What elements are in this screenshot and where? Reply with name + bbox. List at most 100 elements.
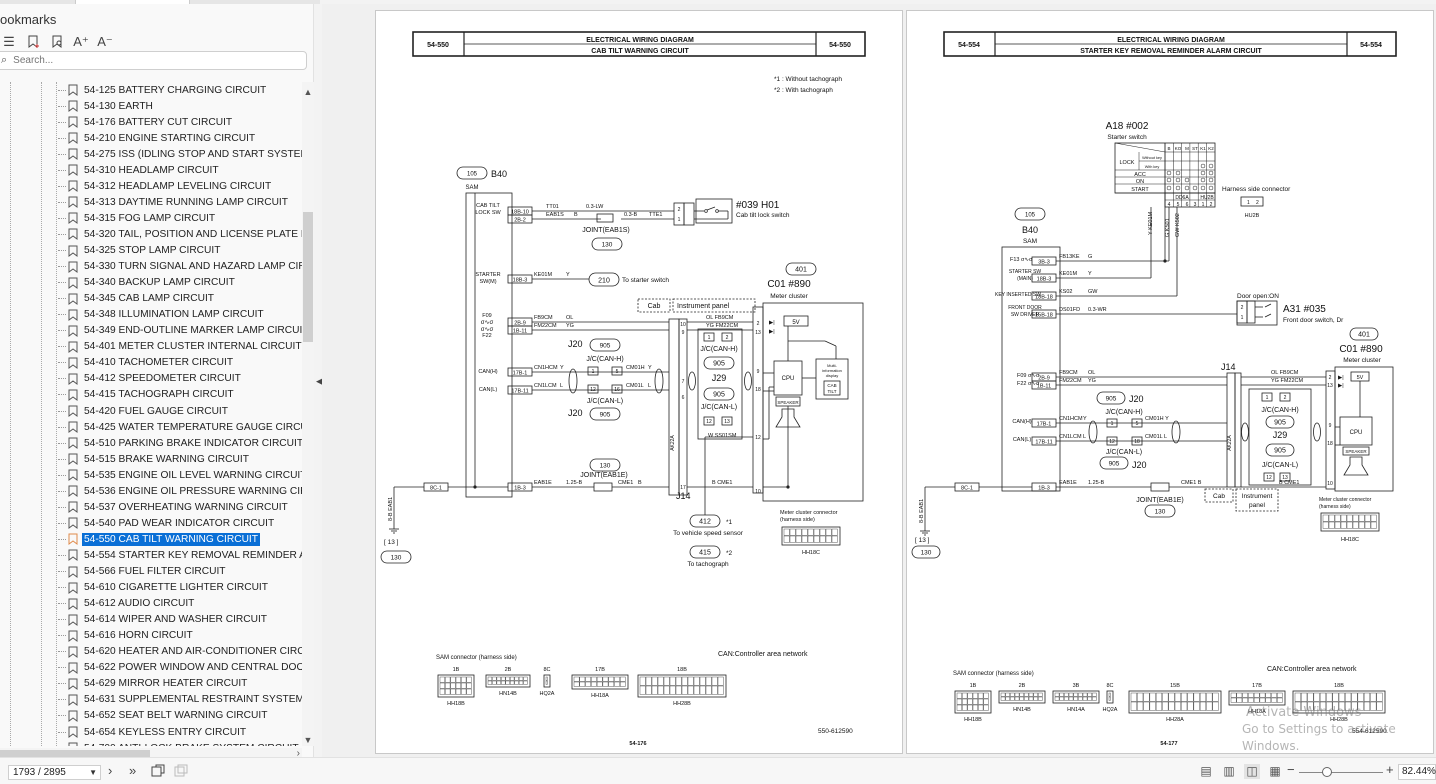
- search-bookmark-icon[interactable]: [48, 33, 66, 51]
- rotate-page-icon[interactable]: [151, 764, 165, 780]
- bookmark-item[interactable]: 54-325 STOP LAMP CIRCUIT: [58, 243, 222, 259]
- bookmark-item[interactable]: 54-315 FOG LAMP CIRCUIT: [58, 210, 217, 226]
- reference-badge: [689, 545, 721, 559]
- bookmark-item[interactable]: 54-554 STARTER KEY REMOVAL REMINDER ALAR…: [58, 547, 302, 563]
- bookmark-item[interactable]: 54-275 ISS (IDLING STOP AND START SYSTEM…: [58, 146, 302, 162]
- bookmark-item[interactable]: 54-535 ENGINE OIL LEVEL WARNING CIRCUIT: [58, 467, 302, 483]
- bookmark-item[interactable]: 54-176 BATTERY CUT CIRCUIT: [58, 114, 234, 130]
- doc-number: 554-612590: [1352, 728, 1387, 735]
- page-number-input[interactable]: 1793 / 2895 ▼: [8, 765, 101, 780]
- connector-pin: [1168, 701, 1175, 711]
- bookmark-item[interactable]: 54-340 BACKUP LAMP CIRCUIT: [58, 275, 237, 291]
- connector-pin: [455, 688, 461, 695]
- connector-pin: [1370, 701, 1377, 711]
- bookmark-item[interactable]: 54-620 HEATER AND AIR-CONDITIONER CIRCUI…: [58, 644, 302, 660]
- scroll-right-icon[interactable]: ›: [296, 748, 300, 759]
- bookmark-item[interactable]: 54-415 TACHOGRAPH CIRCUIT: [58, 387, 236, 403]
- bookmark-item[interactable]: 54-410 TACHOMETER CIRCUIT: [58, 355, 235, 371]
- tab-active[interactable]: [75, 0, 190, 4]
- bookmark-item[interactable]: 54-550 CAB TILT WARNING CIRCUIT: [58, 531, 260, 547]
- continuous-view-icon[interactable]: ▥: [1223, 764, 1235, 778]
- pin-label: 18B-18: [1035, 294, 1053, 300]
- bookmark-item[interactable]: 54-537 OVERHEATING WARNING CIRCUIT: [58, 499, 290, 515]
- diagram-label: J/C(CAN-H): [1105, 409, 1142, 416]
- font-increase-icon[interactable]: A⁺: [73, 34, 89, 49]
- bookmark-search[interactable]: ⌕: [0, 51, 307, 70]
- connector-pin: [717, 676, 724, 686]
- zoom-in-button[interactable]: +: [1386, 762, 1394, 777]
- bookmark-item[interactable]: 54-130 EARTH: [58, 98, 155, 114]
- diagram-label: YG FM22CM: [706, 323, 739, 329]
- scroll-up-icon[interactable]: ▲: [303, 87, 313, 97]
- bookmark-item[interactable]: 54-566 FUEL FILTER CIRCUIT: [58, 564, 228, 580]
- scroll-thumb[interactable]: [303, 212, 313, 342]
- next-page-button[interactable]: ›: [108, 763, 113, 778]
- bookmark-item[interactable]: 54-313 DAYTIME RUNNING LAMP CIRCUIT: [58, 194, 290, 210]
- twisted-pair-icon: [568, 368, 578, 394]
- bookmark-item[interactable]: 54-510 PARKING BRAKE INDICATOR CIRCUIT: [58, 435, 302, 451]
- last-page-button[interactable]: »: [129, 763, 137, 778]
- bookmark-item[interactable]: 54-425 WATER TEMPERATURE GAUGE CIRCUIT: [58, 419, 302, 435]
- bookmark-item[interactable]: 54-348 ILLUMINATION LAMP CIRCUIT: [58, 307, 266, 323]
- two-page-continuous-view-icon[interactable]: ▦: [1269, 764, 1281, 778]
- two-page-view-icon[interactable]: ◫: [1244, 764, 1260, 779]
- diagram-label: Meter cluster connector: [1319, 497, 1372, 503]
- bookmark-item[interactable]: 54-210 ENGINE STARTING CIRCUIT: [58, 130, 257, 146]
- bookmark-item[interactable]: 54-412 SPEEDOMETER CIRCUIT: [58, 371, 243, 387]
- diagram-label: CM01H Y: [1145, 416, 1169, 422]
- bookmark-item[interactable]: 54-700 ANTI-LOCK BRAKE SYSTEM CIRCUIT: [58, 740, 301, 746]
- bookmark-item[interactable]: 54-652 SEAT BELT WARNING CIRCUIT: [58, 708, 269, 724]
- diagram-label: Y: [566, 272, 570, 278]
- bookmark-label: 54-412 SPEEDOMETER CIRCUIT: [84, 373, 241, 385]
- diagram-label: SPEAKER: [777, 400, 799, 405]
- connector-pin: [496, 676, 501, 681]
- bookmark-icon: [68, 726, 78, 738]
- zoom-out-button[interactable]: −: [1287, 762, 1295, 777]
- bookmark-item[interactable]: 54-536 ENGINE OIL PRESSURE WARNING CIRCU…: [58, 483, 302, 499]
- search-input[interactable]: [13, 55, 274, 66]
- bookmark-item[interactable]: 54-330 TURN SIGNAL AND HAZARD LAMP CIRCU…: [58, 259, 302, 275]
- bookmark-item[interactable]: 54-540 PAD WEAR INDICATOR CIRCUIT: [58, 515, 276, 531]
- bookmark-item[interactable]: 54-345 CAB LAMP CIRCUIT: [58, 291, 216, 307]
- diagram-label: 10: [680, 322, 686, 328]
- bookmark-item[interactable]: 54-614 WIPER AND WASHER CIRCUIT: [58, 612, 269, 628]
- note-2: *2 : With tachograph: [774, 87, 833, 94]
- box: [678, 318, 688, 496]
- zoom-slider-thumb[interactable]: [1321, 767, 1332, 777]
- bookmark-item[interactable]: 54-629 MIRROR HEATER CIRCUIT: [58, 676, 249, 692]
- list-view-icon[interactable]: ☰: [3, 34, 15, 49]
- collapse-panel-icon[interactable]: ◀: [316, 376, 323, 386]
- zoom-level-input[interactable]: 82.44%: [1398, 764, 1436, 780]
- bookmark-item[interactable]: 54-610 CIGARETTE LIGHTER CIRCUIT: [58, 580, 270, 596]
- zoom-slider[interactable]: [1299, 772, 1383, 773]
- connector-pin: [1363, 701, 1371, 711]
- bookmark-item[interactable]: 54-631 SUPPLEMENTAL RESTRAINT SYSTEM AIR…: [58, 692, 302, 708]
- bookmark-item[interactable]: 54-515 BRAKE WARNING CIRCUIT: [58, 451, 251, 467]
- copy-page-icon[interactable]: [174, 764, 188, 780]
- diagram-label: 9: [1329, 423, 1332, 429]
- bookmark-item[interactable]: 54-312 HEADLAMP LEVELING CIRCUIT: [58, 178, 273, 194]
- scroll-thumb[interactable]: [0, 750, 150, 759]
- connector-pin: [1064, 696, 1069, 701]
- tree-connector: [58, 89, 66, 91]
- bookmark-item[interactable]: 54-612 AUDIO CIRCUIT: [58, 596, 196, 612]
- bookmark-item[interactable]: 54-654 KEYLESS ENTRY CIRCUIT: [58, 724, 248, 740]
- bookmark-item[interactable]: 54-420 FUEL GAUGE CIRCUIT: [58, 403, 230, 419]
- vertical-scrollbar[interactable]: ▲ ▼: [302, 82, 314, 746]
- bookmark-item[interactable]: 54-125 BATTERY CHARGING CIRCUIT: [58, 82, 268, 98]
- bookmark-item[interactable]: 54-310 HEADLAMP CIRCUIT: [58, 162, 221, 178]
- bookmark-item[interactable]: 54-401 METER CLUSTER INTERNAL CIRCUIT: [58, 339, 302, 355]
- connector-pin: [1338, 701, 1345, 711]
- bookmark-item[interactable]: 54-622 POWER WINDOW AND CENTRAL DOOR LOC: [58, 660, 302, 676]
- add-bookmark-icon[interactable]: [24, 33, 42, 51]
- bookmark-item[interactable]: 54-320 TAIL, POSITION AND LICENSE PLATE …: [58, 226, 302, 242]
- chevron-down-icon[interactable]: ▼: [89, 768, 97, 777]
- single-page-view-icon[interactable]: ▤: [1200, 764, 1212, 778]
- scroll-down-icon[interactable]: ▼: [303, 735, 313, 745]
- connector-pin: [1005, 696, 1010, 701]
- font-decrease-icon[interactable]: A⁻: [97, 34, 113, 49]
- bookmark-item[interactable]: 54-349 END-OUTLINE MARKER LAMP CIRCUIT: [58, 323, 302, 339]
- bookmark-item[interactable]: 54-616 HORN CIRCUIT: [58, 628, 195, 644]
- pin-label: 2B-9: [514, 320, 526, 326]
